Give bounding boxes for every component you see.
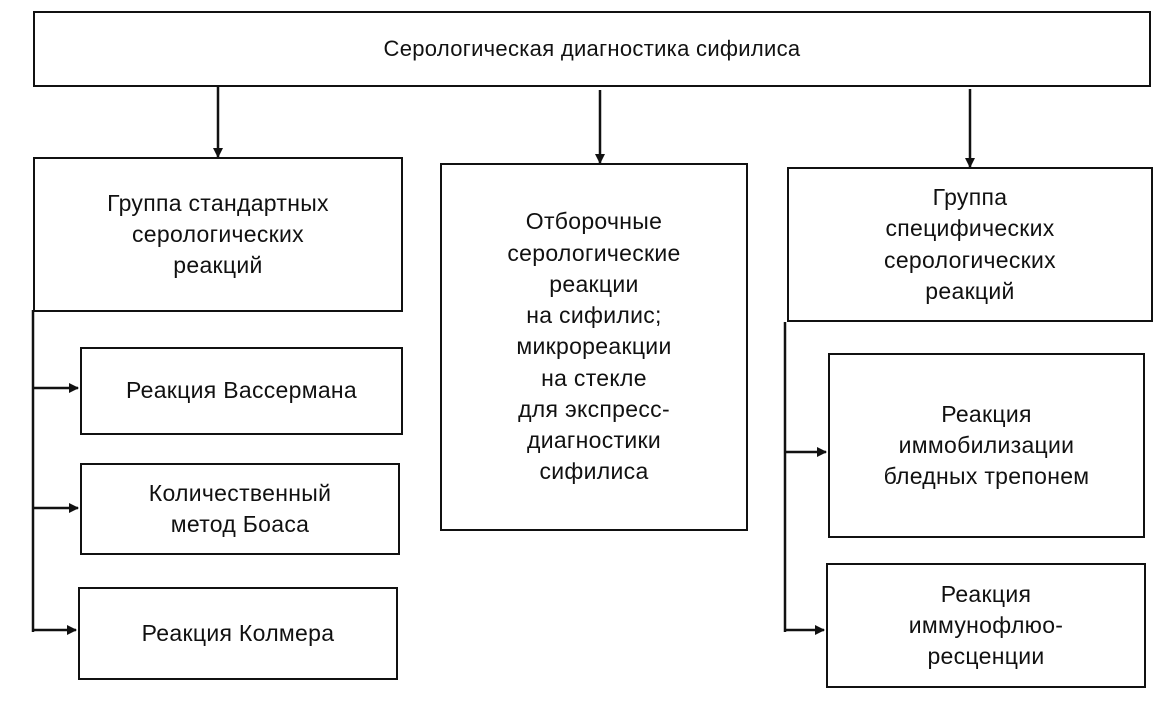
- kolmer-box: Реакция Колмера: [78, 587, 398, 680]
- boas-box: Количественный метод Боаса: [80, 463, 400, 555]
- screening-label: Отборочные серологические реакции на сиф…: [507, 208, 681, 485]
- immunofluorescence-label: Реакция иммунофлюо- ресценции: [908, 580, 1064, 670]
- root-box: Серологическая диагностика сифилиса: [33, 11, 1151, 87]
- wassermann-label: Реакция Вассермана: [125, 377, 358, 404]
- immobilization-box: Реакция иммобилизации бледных трепонем: [828, 353, 1145, 538]
- wassermann-box: Реакция Вассермана: [80, 347, 403, 435]
- boas-label: Количественный метод Боаса: [148, 479, 332, 537]
- standard-group-box: Группа стандартных серологических реакци…: [33, 157, 403, 312]
- immunofluorescence-box: Реакция иммунофлюо- ресценции: [826, 563, 1146, 688]
- specific-group-box: Группа специфических серологических реак…: [787, 167, 1153, 322]
- kolmer-label: Реакция Колмера: [141, 619, 335, 646]
- immobilization-label: Реакция иммобилизации бледных трепонем: [883, 400, 1090, 490]
- standard-group-title: Группа стандартных серологических реакци…: [107, 189, 329, 279]
- screening-box: Отборочные серологические реакции на сиф…: [440, 163, 748, 531]
- root-title: Серологическая диагностика сифилиса: [383, 36, 801, 62]
- specific-group-title: Группа специфических серологических реак…: [884, 183, 1056, 304]
